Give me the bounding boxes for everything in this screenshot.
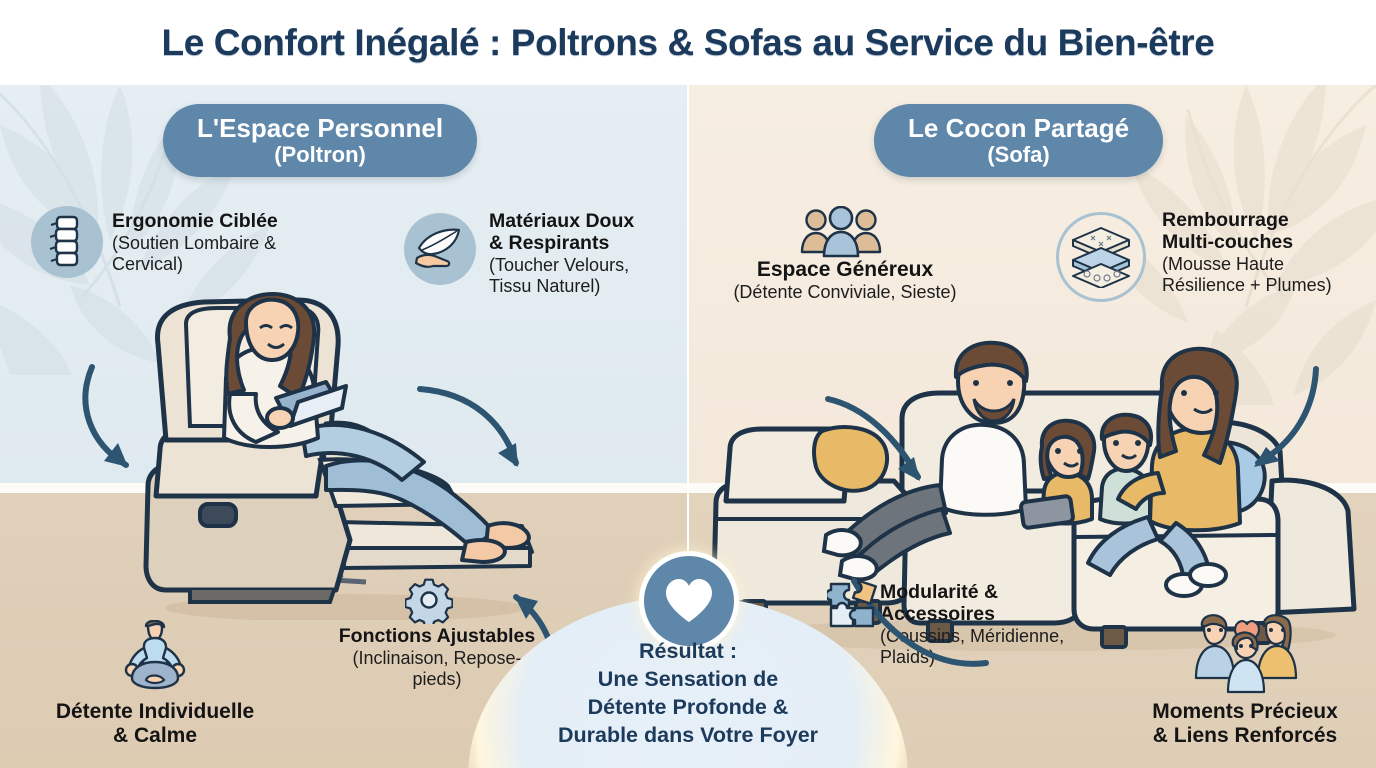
panel-divider <box>687 85 689 768</box>
feature-ergonomie-sub-1: (Soutien Lombaire & <box>112 232 277 253</box>
arrow-rembourrage-icon <box>1254 366 1319 467</box>
group-of-people-icon-glyph <box>800 205 882 258</box>
feature-modularite: Modularité & Accessoires (Coussins, Méri… <box>880 581 1110 668</box>
feature-fonctions-title: Fonctions Ajustables <box>338 625 536 647</box>
header-pill-sofa-line1: Le Cocon Partagé <box>908 113 1130 143</box>
feature-materiaux-sub-2: Tissu Naturel) <box>489 275 601 296</box>
puzzle-pieces-icon <box>824 579 883 641</box>
spine-icon <box>31 206 103 278</box>
feather-in-hand-icon-glyph <box>414 228 461 268</box>
feature-ergonomie-title: Ergonomie Ciblée <box>112 210 278 232</box>
result-line-1: Résultat : <box>639 639 737 663</box>
meditating-person-icon <box>118 619 192 699</box>
feature-rembourrage-sub-1: (Mousse Haute <box>1162 253 1285 274</box>
header-pill-sofa-line2: (Sofa) <box>987 142 1050 168</box>
group-of-people-icon <box>800 205 882 263</box>
panel-sofa <box>688 85 1376 768</box>
feature-espace-sub-1: (Détente Conviviale, Sieste) <box>733 281 957 302</box>
feature-modularite-title-1: Modularité & <box>880 581 999 603</box>
header-pill-poltron: L'Espace Personnel (Poltron) <box>163 104 478 178</box>
result-line-4: Durable dans Votre Foyer <box>557 722 819 747</box>
feature-materiaux-title-1: Matériaux Doux <box>489 210 635 232</box>
feature-detente-title-1: Détente Individuelle <box>55 700 255 723</box>
heart-icon-glyph <box>666 579 712 622</box>
feather-in-hand-icon <box>404 213 476 285</box>
layered-cushion-icon-glyph <box>1072 227 1130 288</box>
result-line-2: Une Sensation de <box>597 666 779 691</box>
feature-ergonomie: Ergonomie Ciblée (Soutien Lombaire & Cer… <box>112 210 352 275</box>
layered-cushion-icon <box>1056 212 1146 302</box>
feature-rembourrage-title-1: Rembourrage <box>1162 209 1289 231</box>
meditating-person-icon-glyph <box>124 619 186 690</box>
arrow-espace-icon <box>825 396 921 481</box>
arrow-materiaux-icon <box>417 386 519 467</box>
feature-espace: Espace Généreux (Détente Conviviale, Sie… <box>700 258 990 303</box>
feature-fonctions: Fonctions Ajustables (Inclinaison, Repos… <box>292 625 582 690</box>
feature-rembourrage-title-2: Multi-couches <box>1162 230 1294 253</box>
feature-materiaux-title-2: & Respirants <box>489 231 610 254</box>
feature-fonctions-sub-2: pieds) <box>412 669 462 690</box>
feature-detente-title-2: & Calme <box>112 723 198 747</box>
gear-icon-glyph <box>404 578 454 628</box>
header-pill-poltron-line1: L'Espace Personnel <box>197 113 444 143</box>
heart-icon <box>639 551 739 651</box>
feature-modularite-sub-1: (Coussins, Méridienne, <box>880 625 1065 646</box>
header-pill-sofa: Le Cocon Partagé (Sofa) <box>874 104 1164 178</box>
family-with-heart-icon-glyph <box>1194 614 1298 694</box>
feature-materiaux-sub-1: (Toucher Velours, <box>489 254 630 275</box>
gear-icon <box>404 576 454 629</box>
feature-modularite-title-2: Accessoires <box>880 602 995 625</box>
feature-moments: Moments Précieux & Liens Renforcés <box>1120 700 1370 747</box>
feature-moments-title-1: Moments Précieux <box>1152 700 1338 723</box>
title-bar: Le Confort Inégalé : Poltrons & Sofas au… <box>0 0 1376 85</box>
result-text: Résultat : Une Sensation de Détente Prof… <box>498 638 878 750</box>
arrow-ergonomie-icon <box>82 364 129 468</box>
feature-fonctions-sub-1: (Inclinaison, Repose- <box>352 647 522 668</box>
feature-rembourrage-sub-2: Résilience + Plumes) <box>1162 274 1332 295</box>
feature-espace-title: Espace Généreux <box>756 258 934 281</box>
spine-icon-glyph <box>49 215 79 267</box>
result-line-3: Détente Profonde & <box>587 694 789 719</box>
feature-materiaux: Matériaux Doux & Respirants (Toucher Vel… <box>489 210 689 297</box>
feature-detente: Détente Individuelle & Calme <box>30 700 280 747</box>
family-with-heart-icon <box>1190 612 1300 705</box>
header-pill-poltron-line2: (Poltron) <box>274 142 366 168</box>
feature-rembourrage: Rembourrage Multi-couches (Mousse Haute … <box>1162 209 1376 296</box>
page-title: Le Confort Inégalé : Poltrons & Sofas au… <box>161 21 1215 63</box>
puzzle-pieces-icon-glyph <box>824 579 877 628</box>
feature-moments-title-2: & Liens Renforcés <box>1152 723 1338 747</box>
feature-ergonomie-sub-2: Cervical) <box>112 254 184 275</box>
